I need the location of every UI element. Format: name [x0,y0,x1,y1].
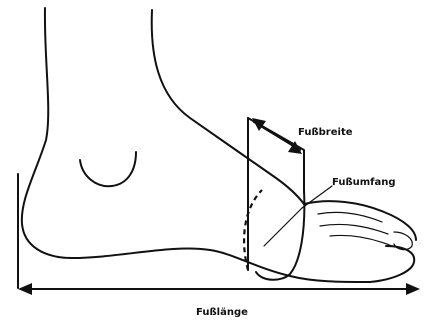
girth-label: Fußumfang [332,177,396,188]
width-arrow [252,118,302,154]
length-label: Fußlänge [196,307,248,318]
girth-pointer [264,186,332,246]
width-label: Fußbreite [298,127,353,138]
length-arrow [18,174,420,295]
foot-outline [22,8,416,282]
